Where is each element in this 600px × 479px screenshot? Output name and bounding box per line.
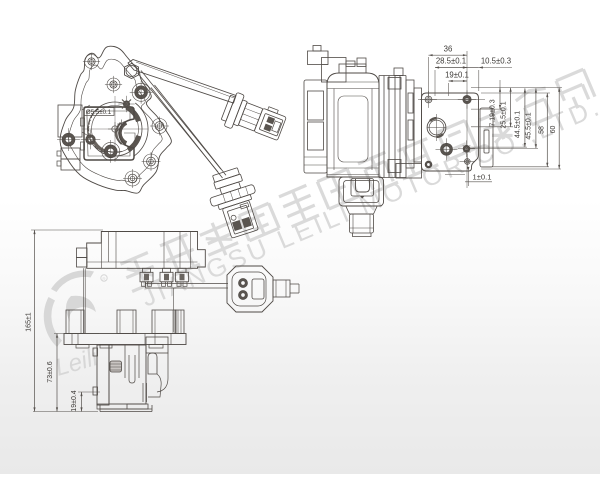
- svg-text:25.5±0.1: 25.5±0.1: [501, 101, 508, 128]
- svg-text:Leili: Leili: [52, 344, 101, 382]
- svg-text:165±1: 165±1: [25, 312, 32, 332]
- svg-text:19±0.1: 19±0.1: [445, 71, 469, 80]
- svg-text:28.5±0.1: 28.5±0.1: [436, 57, 466, 66]
- svg-text:73±0.6: 73±0.6: [47, 361, 54, 382]
- svg-text:10.5±0.3: 10.5±0.3: [481, 57, 511, 66]
- svg-text:58: 58: [539, 126, 546, 134]
- svg-text:Ø5.5±0.1: Ø5.5±0.1: [86, 109, 112, 116]
- svg-text:7.19±0.3: 7.19±0.3: [490, 99, 497, 126]
- svg-text:45.5±0.1: 45.5±0.1: [526, 112, 533, 139]
- svg-text:19±0.4: 19±0.4: [71, 390, 78, 411]
- svg-text:1±0.1: 1±0.1: [473, 173, 492, 182]
- svg-text:R: R: [102, 277, 106, 282]
- svg-text:60: 60: [550, 126, 557, 134]
- svg-text:44.5±0.1: 44.5±0.1: [515, 111, 522, 138]
- svg-text:36: 36: [444, 45, 453, 54]
